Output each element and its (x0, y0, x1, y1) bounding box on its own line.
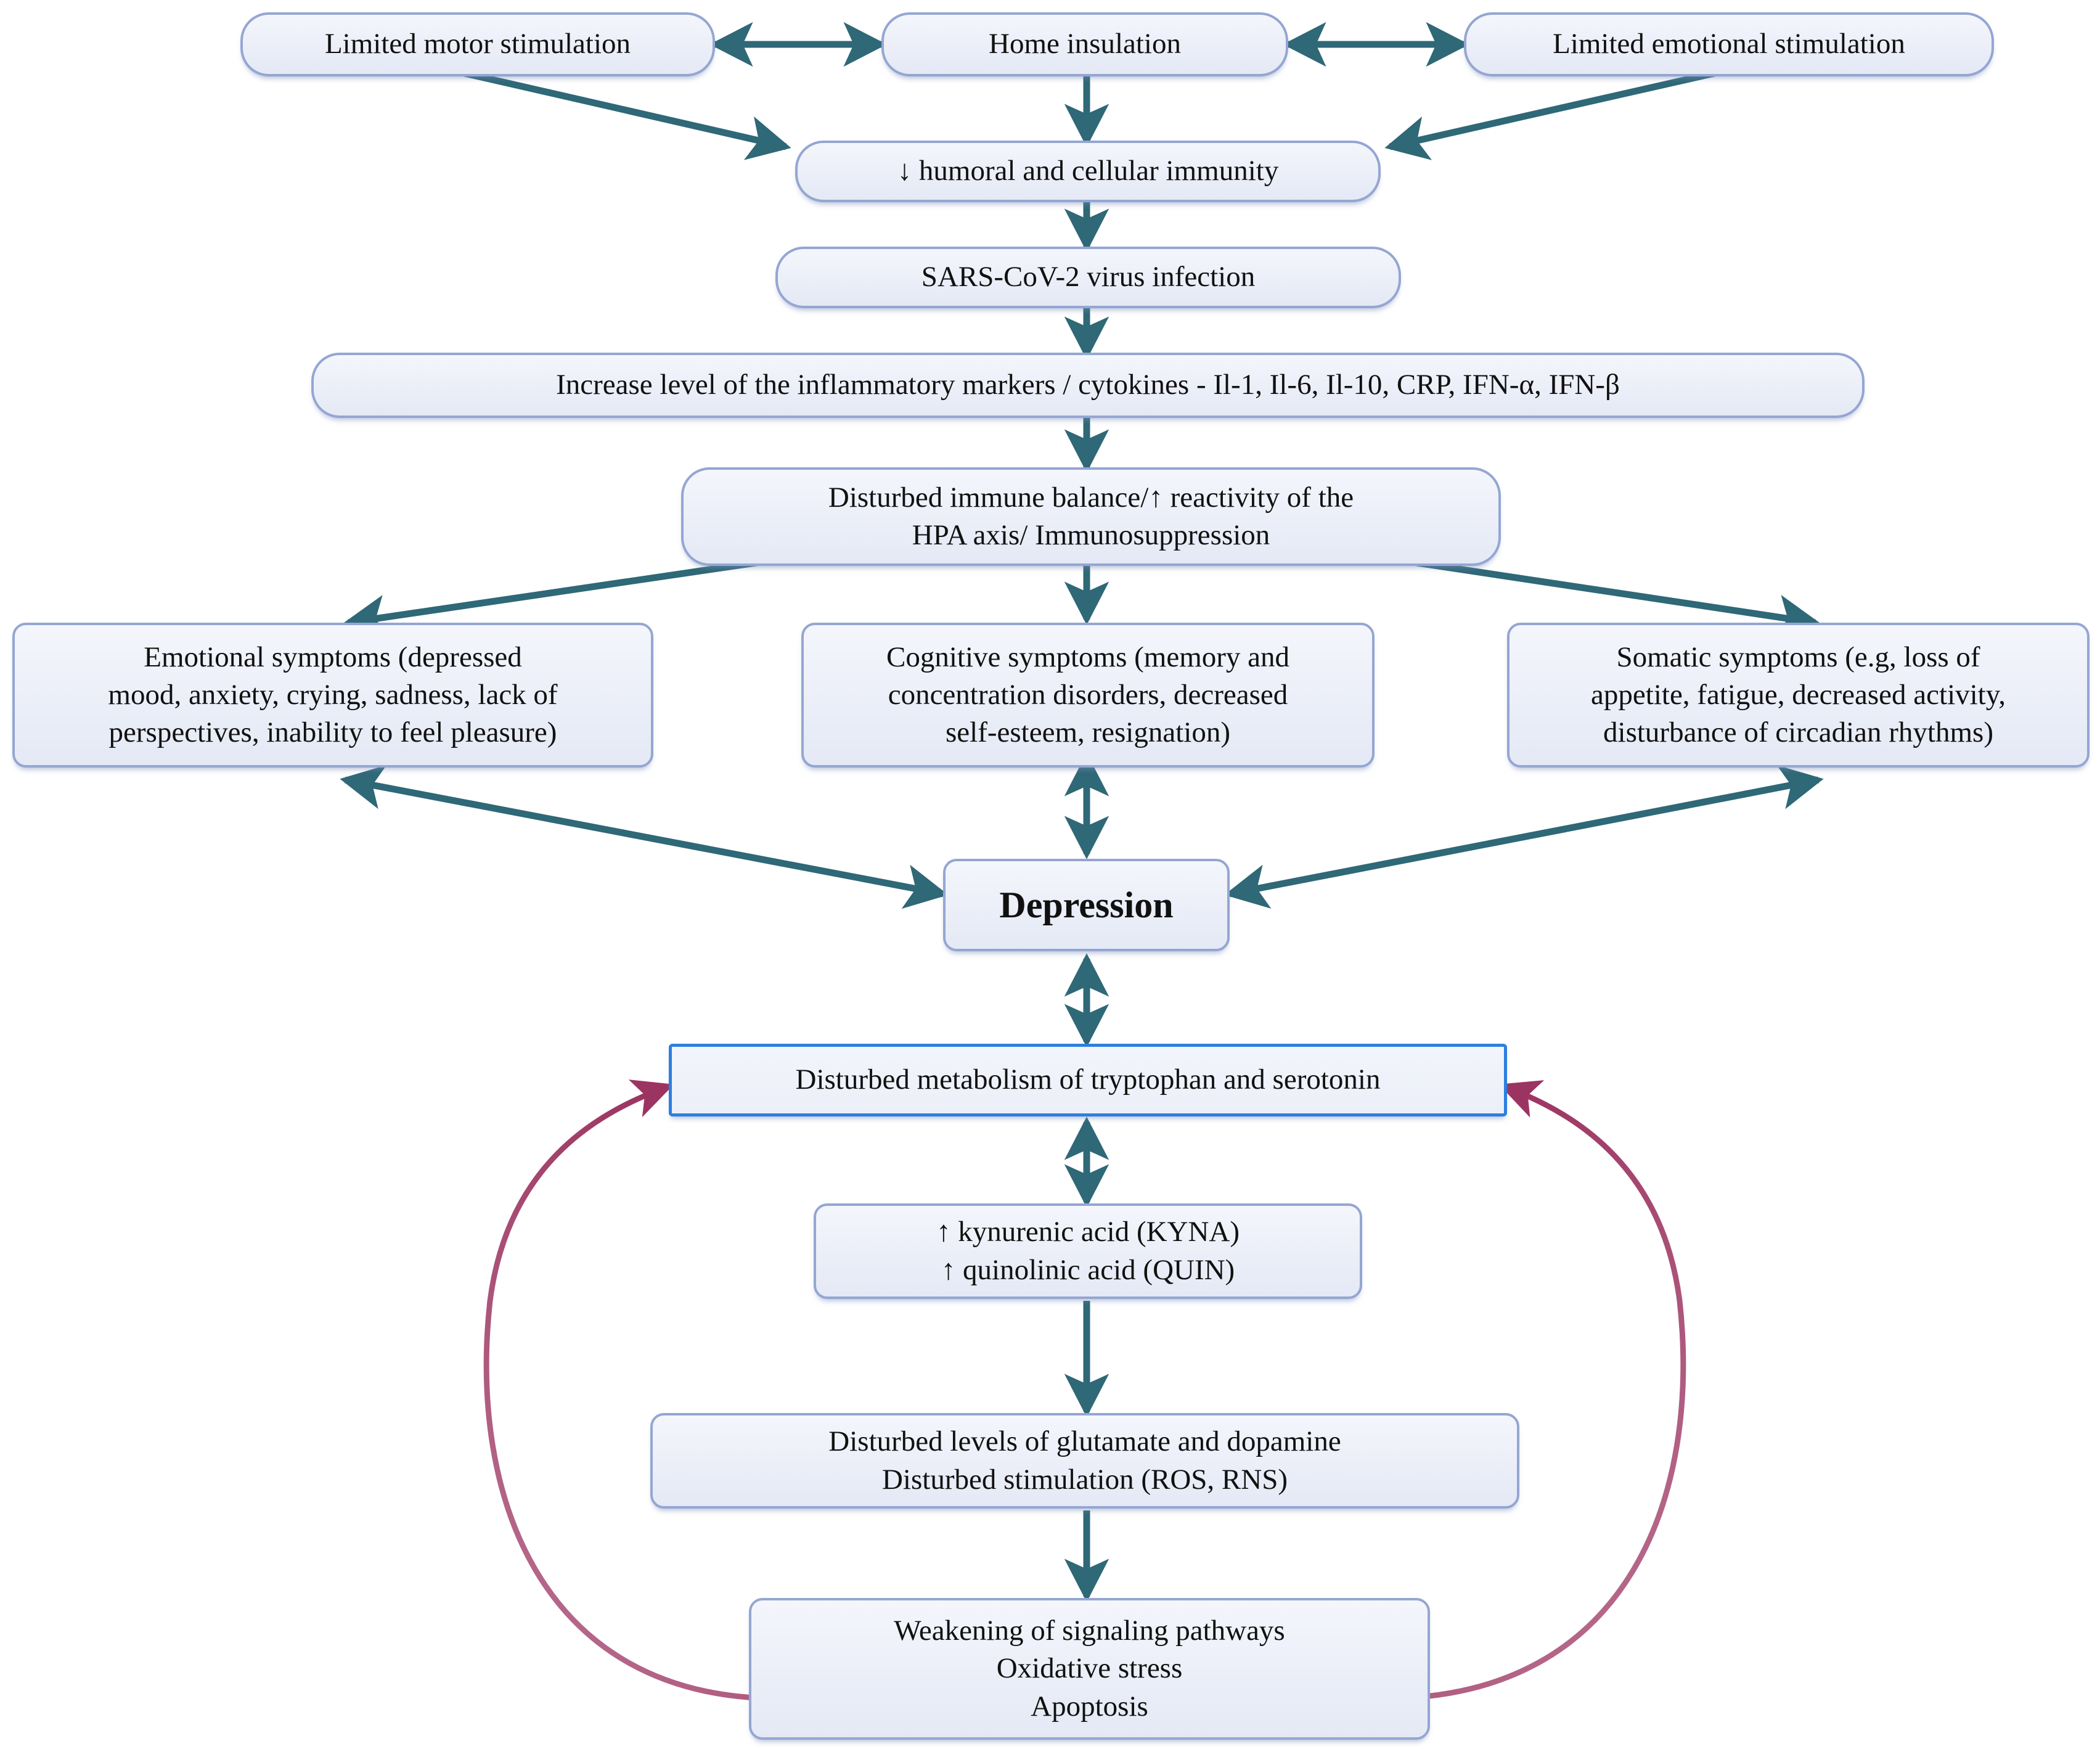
node-label: SARS-CoV-2 virus infection (921, 261, 1256, 293)
node-kyna-quin[interactable]: ↑ kynurenic acid (KYNA) ↑ quinolinic aci… (814, 1203, 1362, 1299)
node-label: Emotional symptoms (depressed mood, anxi… (108, 641, 558, 749)
node-label: Weakening of signaling pathways Oxidativ… (894, 1615, 1285, 1722)
node-depression[interactable]: Depression (943, 859, 1230, 951)
node-label: Limited emotional stimulation (1553, 28, 1905, 60)
node-label: Home insulation (989, 28, 1181, 60)
node-label: Disturbed metabolism of tryptophan and s… (795, 1063, 1381, 1096)
edge-feedback-left (483, 1079, 774, 1702)
edge-emotional-depression (340, 764, 949, 909)
edge-somatic-depression (1224, 765, 1824, 909)
node-sars-cov-2-infection[interactable]: SARS-CoV-2 virus infection (775, 247, 1401, 308)
node-label: Increase level of the inflammatory marke… (556, 369, 1620, 401)
node-somatic-symptoms[interactable]: Somatic symptoms (e.g, loss of appetite,… (1507, 623, 2090, 768)
node-label: Somatic symptoms (e.g, loss of appetite,… (1591, 641, 2006, 749)
node-limited-emotional-stimulation[interactable]: Limited emotional stimulation (1464, 12, 1994, 76)
edge-feedback-right (1389, 1080, 1686, 1702)
node-disturbed-tryptophan-metabolism[interactable]: Disturbed metabolism of tryptophan and s… (669, 1044, 1507, 1116)
node-emotional-symptoms[interactable]: Emotional symptoms (depressed mood, anxi… (12, 623, 653, 768)
node-label: Disturbed levels of glutamate and dopami… (828, 1425, 1341, 1496)
node-label: ↑ kynurenic acid (KYNA) ↑ quinolinic aci… (936, 1216, 1240, 1286)
edge-emotional-immunity (1384, 69, 1718, 160)
node-humoral-cellular-immunity[interactable]: ↓ humoral and cellular immunity (795, 141, 1381, 202)
node-cognitive-symptoms[interactable]: Cognitive symptoms (memory and concentra… (801, 623, 1375, 768)
node-weakening-oxidative-apoptosis[interactable]: Weakening of signaling pathways Oxidativ… (749, 1598, 1430, 1740)
node-label: Limited motor stimulation (324, 28, 631, 60)
node-limited-motor-stimulation[interactable]: Limited motor stimulation (240, 12, 715, 76)
node-glutamate-dopamine[interactable]: Disturbed levels of glutamate and dopami… (650, 1413, 1519, 1509)
node-label: Disturbed immune balance/↑ reactivity of… (828, 481, 1354, 551)
node-label: ↓ humoral and cellular immunity (897, 155, 1279, 187)
node-home-insulation[interactable]: Home insulation (881, 12, 1288, 76)
node-hpa-axis-immunosuppression[interactable]: Disturbed immune balance/↑ reactivity of… (681, 467, 1501, 566)
node-label: Depression (999, 885, 1174, 925)
edge-motor-immunity (461, 69, 791, 160)
node-inflammatory-markers[interactable]: Increase level of the inflammatory marke… (311, 353, 1865, 418)
node-label: Cognitive symptoms (memory and concentra… (886, 641, 1290, 749)
